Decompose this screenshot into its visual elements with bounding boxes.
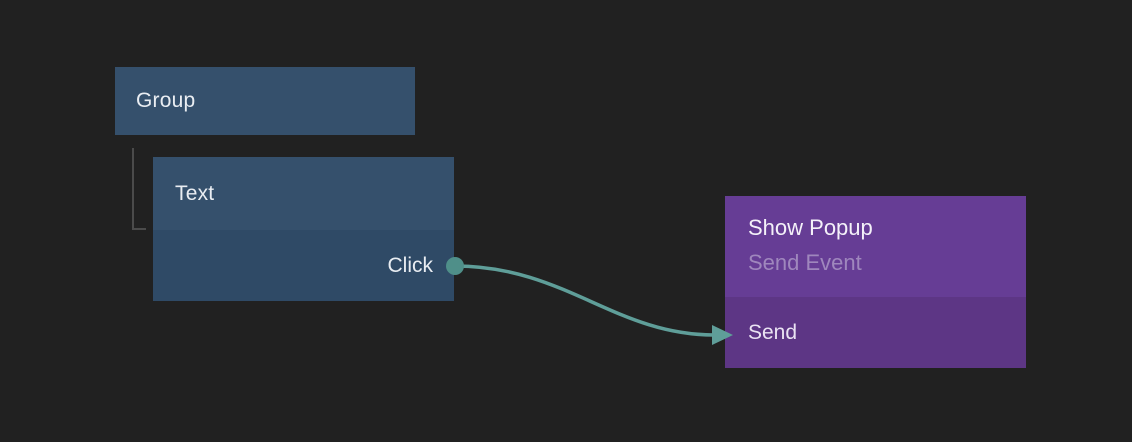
node-show-popup-title: Show Popup [748, 215, 873, 240]
node-group[interactable]: Group [115, 67, 415, 135]
node-text-header[interactable]: Text [153, 157, 454, 230]
node-show-popup[interactable]: Show Popup Send Event Send [725, 196, 1026, 368]
node-show-popup-input-row[interactable]: Send [725, 297, 1026, 368]
wire-click-to-send[interactable] [454, 264, 715, 337]
node-group-label: Group [136, 89, 196, 112]
tree-connector-line [132, 148, 146, 230]
node-show-popup-subtitle: Send Event [748, 250, 862, 275]
node-text[interactable]: Text Click [153, 157, 454, 301]
node-show-popup-header[interactable]: Show Popup Send Event [725, 196, 1026, 297]
node-text-output-row[interactable]: Click [153, 230, 454, 301]
send-input-port-label: Send [748, 320, 798, 344]
wire-arrowhead-icon[interactable] [712, 325, 733, 345]
node-text-label: Text [175, 181, 215, 205]
click-output-port-label: Click [387, 253, 434, 277]
click-output-port-dot[interactable] [446, 257, 464, 275]
